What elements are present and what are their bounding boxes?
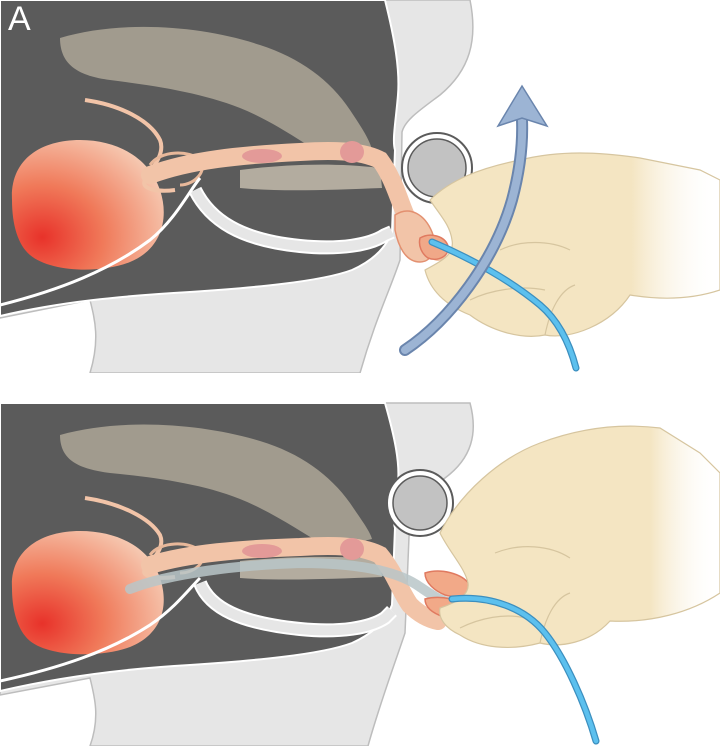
gland-left [242, 149, 282, 163]
catheter-advanced [125, 557, 457, 608]
rectum [60, 424, 372, 549]
gland-left [242, 544, 282, 558]
hand-finger-lines [469, 241, 576, 336]
hand [439, 425, 720, 648]
arrow-head [496, 84, 549, 128]
panel-label-b: B [8, 373, 31, 411]
catheter-inner-line [0, 177, 202, 307]
glans [418, 234, 449, 260]
panel-b-illustration [0, 402, 720, 746]
prostate-shadow [240, 164, 382, 191]
panel-a-illustration [0, 0, 720, 373]
panel-label-a: A [8, 0, 31, 38]
gland-right [340, 538, 364, 560]
hand-finger-lines [459, 546, 571, 644]
panel-b: B [0, 373, 720, 746]
testis [392, 475, 448, 531]
bladder [11, 140, 164, 270]
rectum [60, 26, 372, 161]
hand [424, 152, 720, 337]
vas-deferens [84, 496, 176, 580]
panel-a: A [0, 0, 720, 373]
catheter-inner-line [0, 576, 202, 683]
gland-right [340, 141, 364, 163]
bladder [11, 531, 164, 655]
